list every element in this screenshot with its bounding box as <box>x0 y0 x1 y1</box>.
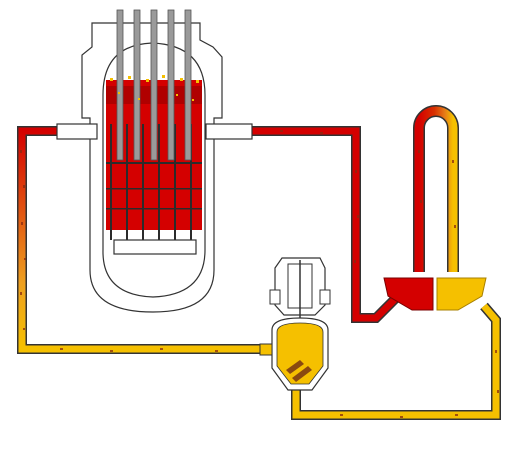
vessel-nozzle-right <box>206 124 252 139</box>
reactor-vessel <box>57 10 252 312</box>
control-rod-icon <box>117 10 123 160</box>
control-rod-icon <box>185 10 191 160</box>
reactor-coolant-pump <box>260 258 330 390</box>
control-rod-icon <box>168 10 174 160</box>
control-rod-icon <box>151 10 157 160</box>
steam-generator-icon <box>419 111 453 272</box>
vessel-nozzle-left <box>57 124 97 139</box>
sg-cold-plenum <box>437 278 486 310</box>
core-support-plate <box>114 240 196 254</box>
control-rod-icon <box>134 10 140 160</box>
pump-suction-nozzle <box>260 344 272 355</box>
steam-generator <box>384 111 486 310</box>
